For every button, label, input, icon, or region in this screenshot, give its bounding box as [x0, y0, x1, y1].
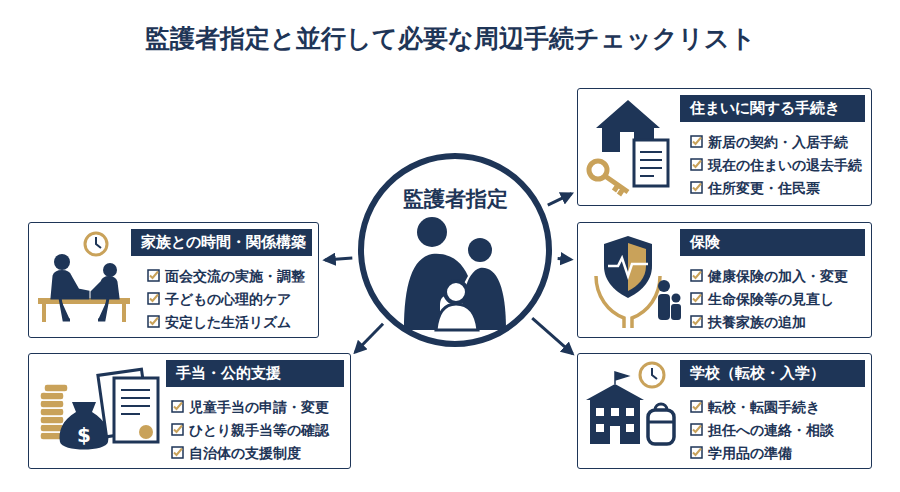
check-item: 自治体の支援制度 [189, 443, 301, 463]
checkbox-icon [690, 181, 703, 194]
checkbox-icon [690, 292, 703, 305]
checkbox-icon [690, 400, 703, 413]
arrow-connector [355, 324, 383, 353]
checkbox-icon [690, 269, 703, 282]
check-item: 安定した生活リズム [165, 312, 291, 332]
check-item: 生命保険等の見直し [708, 289, 834, 309]
svg-text:$: $ [77, 423, 91, 447]
checkbox-icon [147, 315, 160, 328]
diagram-title: 監護者指定と並行して必要な周辺手続チェックリスト [0, 22, 900, 55]
box-heading: 住まいに関する手続き [680, 95, 865, 122]
arrow-connector [548, 194, 572, 206]
check-item: ひとり親手当等の確認 [189, 420, 329, 440]
check-item: 現在の住まいの退去手続 [708, 155, 862, 175]
checklist-box: 手当・公的支援児童手当の申請・変更ひとり親手当等の確認自治体の支援制度 [28, 353, 351, 469]
insurance-icon [596, 236, 681, 328]
family-time-icon [38, 233, 130, 322]
checkbox-icon [690, 135, 703, 148]
checkbox-icon [147, 292, 160, 305]
family-icon [404, 217, 506, 330]
checkbox-icon [690, 315, 703, 328]
center-circle: 監護者指定 [358, 153, 552, 347]
checklist-box: 住まいに関する手続き新居の契約・入居手続現在の住まいの退去手続住所変更・住民票 [577, 88, 872, 206]
check-item: 転校・転園手続き [708, 397, 820, 417]
checklist-box: 家族との時間・関係構築面会交流の実施・調整子どもの心理的ケア安定した生活リズム [28, 222, 319, 338]
check-item: 扶養家族の追加 [708, 312, 806, 332]
box-heading: 家族との時間・関係構築 [131, 229, 312, 256]
checkbox-icon [690, 446, 703, 459]
box-heading: 学校（転校・入学） [680, 360, 865, 387]
checkbox-icon [147, 269, 160, 282]
box-heading: 保険 [680, 229, 865, 256]
arrow-connector [325, 258, 352, 260]
checklist-box: 保険健康保険の加入・変更生命保険等の見直し扶養家族の追加 [577, 222, 872, 338]
check-item: 学用品の準備 [708, 443, 792, 463]
check-item: 健康保険の加入・変更 [708, 266, 848, 286]
check-item: 新居の契約・入居手続 [708, 132, 848, 152]
checkbox-icon [171, 446, 184, 459]
checkbox-icon [690, 423, 703, 436]
center-label: 監護者指定 [364, 185, 546, 213]
box-heading: 手当・公的支援 [166, 360, 344, 387]
checkbox-icon [171, 400, 184, 413]
checkbox-icon [171, 423, 184, 436]
check-item: 住所変更・住民票 [708, 178, 820, 198]
allowance-icon: $ [40, 369, 158, 449]
checkbox-icon [690, 158, 703, 171]
arrow-connector [558, 258, 571, 259]
house-icon [589, 100, 668, 195]
check-item: 児童手当の申請・変更 [189, 397, 329, 417]
check-item: 担任への連絡・相談 [708, 420, 834, 440]
checklist-box: 学校（転校・入学） 転校・転園手続き担任への連絡・相談学用品の準備 [577, 353, 872, 469]
check-item: 面会交流の実施・調整 [165, 266, 305, 286]
school-icon [586, 363, 674, 444]
arrow-connector [532, 318, 572, 354]
check-item: 子どもの心理的ケア [165, 289, 291, 309]
